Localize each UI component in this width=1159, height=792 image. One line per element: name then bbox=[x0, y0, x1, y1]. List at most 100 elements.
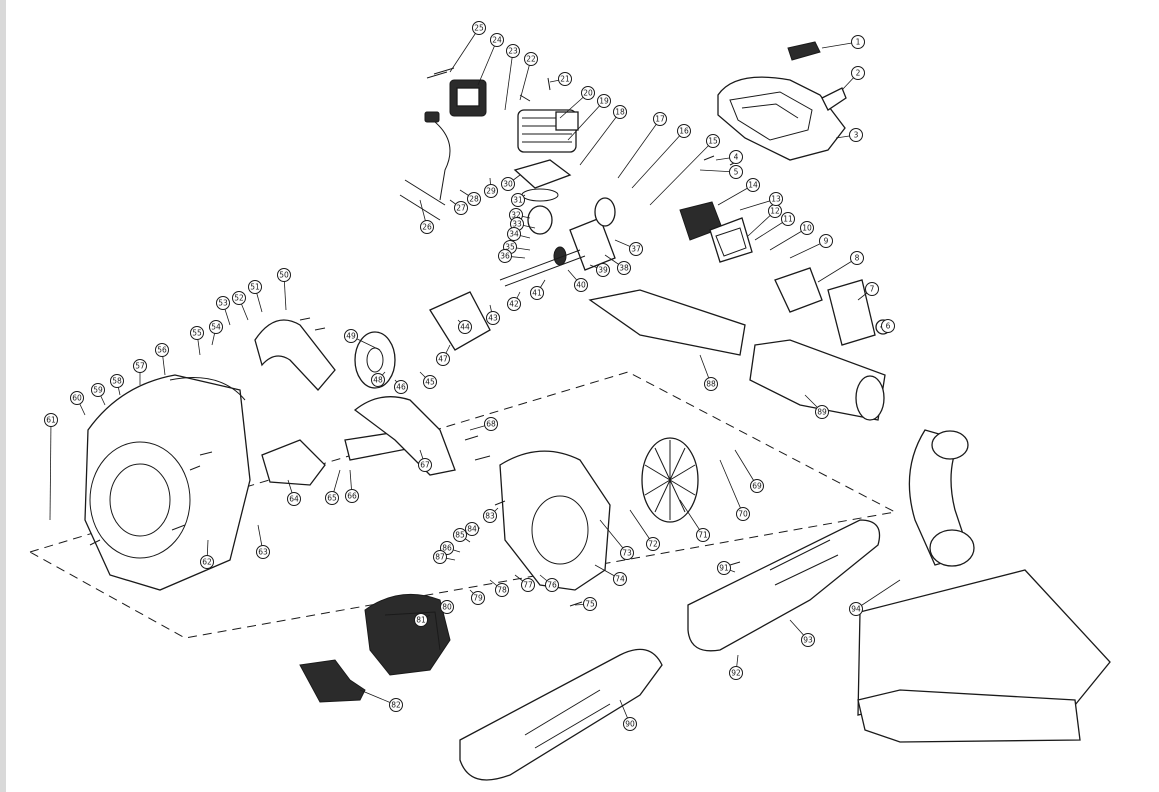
callout-90: 90 bbox=[619, 699, 637, 731]
piston-ring-part bbox=[521, 188, 559, 202]
callout-bubble bbox=[583, 597, 597, 611]
callout-bubble bbox=[596, 263, 610, 277]
callout-number: 89 bbox=[817, 408, 827, 417]
callout-number: 84 bbox=[467, 525, 477, 534]
callout-bubble bbox=[287, 492, 301, 506]
callout-20: 20 bbox=[559, 86, 595, 119]
callout-9: 9 bbox=[789, 234, 833, 259]
callout-47: 47 bbox=[436, 344, 451, 366]
air-filter-part bbox=[774, 267, 823, 313]
spark-plug-cap-part bbox=[424, 111, 440, 123]
callout-15: 15 bbox=[649, 134, 720, 206]
callout-number: 40 bbox=[576, 281, 586, 290]
callout-11: 11 bbox=[754, 212, 795, 241]
callout-19: 19 bbox=[567, 94, 611, 141]
leader-line bbox=[579, 111, 621, 166]
callout-30: 30 bbox=[501, 174, 521, 191]
callout-31: 31 bbox=[511, 193, 526, 207]
callout-66: 66 bbox=[345, 469, 359, 503]
callout-65: 65 bbox=[325, 469, 341, 505]
callout-number: 53 bbox=[218, 299, 228, 308]
callout-number: 68 bbox=[486, 420, 496, 429]
callout-bubble bbox=[501, 177, 515, 191]
callout-number: 86 bbox=[442, 544, 452, 553]
callout-68: 68 bbox=[469, 417, 498, 431]
callout-41: 41 bbox=[530, 279, 546, 300]
callout-number: 17 bbox=[655, 115, 665, 124]
leader-line bbox=[504, 50, 514, 111]
callout-36: 36 bbox=[498, 249, 526, 263]
callout-bubble bbox=[558, 72, 572, 86]
leader-line bbox=[817, 257, 858, 283]
callout-bubble bbox=[394, 380, 408, 394]
callout-44: 44 bbox=[457, 319, 472, 334]
callout-number: 77 bbox=[523, 581, 533, 590]
callout-number: 39 bbox=[598, 266, 608, 275]
callout-46: 46 bbox=[394, 379, 408, 394]
callout-bubble bbox=[613, 105, 627, 119]
callout-bubble bbox=[465, 522, 479, 536]
callout-22: 22 bbox=[519, 52, 538, 101]
ignition-lead-part bbox=[399, 117, 451, 221]
callout-bubble bbox=[851, 66, 865, 80]
callout-93: 93 bbox=[789, 619, 815, 647]
callout-number: 49 bbox=[346, 332, 356, 341]
callout-bubble bbox=[850, 251, 864, 265]
nozzle-tube-part bbox=[459, 648, 663, 781]
callout-number: 37 bbox=[631, 245, 641, 254]
callout-number: 91 bbox=[719, 564, 729, 573]
callout-54: 54 bbox=[209, 320, 223, 346]
callout-24: 24 bbox=[477, 33, 504, 86]
callout-bubble bbox=[581, 86, 595, 100]
callout-bubble bbox=[597, 94, 611, 108]
callout-bubble bbox=[389, 698, 403, 712]
callout-bubble bbox=[506, 44, 520, 58]
callout-18: 18 bbox=[579, 105, 627, 166]
callout-number: 18 bbox=[615, 108, 625, 117]
handle-cover-part bbox=[353, 396, 456, 476]
callout-72: 72 bbox=[629, 509, 660, 551]
callout-67: 67 bbox=[418, 449, 432, 472]
callout-bubble bbox=[769, 192, 783, 206]
tube-ribs bbox=[524, 539, 839, 749]
callout-layer: 1234567891011121314151617181920212223242… bbox=[44, 21, 901, 731]
callout-number: 87 bbox=[435, 553, 445, 562]
callout-bubble bbox=[440, 600, 454, 614]
callout-number: 92 bbox=[731, 669, 741, 678]
callout-number: 65 bbox=[327, 494, 337, 503]
tube-outlet-part bbox=[855, 375, 885, 421]
callout-number: 71 bbox=[698, 531, 708, 540]
throttle-trigger-part bbox=[299, 659, 366, 703]
callout-number: 38 bbox=[619, 264, 629, 273]
callout-number: 59 bbox=[93, 386, 103, 395]
callout-bubble bbox=[433, 550, 447, 564]
callout-bubble bbox=[91, 383, 105, 397]
callout-75: 75 bbox=[574, 597, 597, 611]
callout-37: 37 bbox=[614, 239, 643, 256]
callout-number: 46 bbox=[396, 383, 406, 392]
callout-bubble bbox=[530, 286, 544, 300]
callout-number: 31 bbox=[513, 196, 523, 205]
blower-tube-mid-part bbox=[749, 339, 886, 421]
callout-74: 74 bbox=[594, 564, 627, 586]
callout-bubble bbox=[110, 374, 124, 388]
callout-number: 81 bbox=[416, 616, 426, 625]
callout-number: 66 bbox=[347, 492, 357, 501]
callout-8: 8 bbox=[817, 251, 864, 283]
callout-number: 79 bbox=[473, 594, 483, 603]
callout-63: 63 bbox=[256, 524, 270, 559]
callout-bubble bbox=[865, 282, 879, 296]
vacuum-tube-part bbox=[687, 519, 881, 652]
callout-number: 13 bbox=[771, 195, 781, 204]
callout-number: 6 bbox=[886, 322, 891, 331]
callout-number: 24 bbox=[492, 36, 502, 45]
callout-bubble bbox=[232, 291, 246, 305]
callout-bubble bbox=[574, 278, 588, 292]
callout-bubble bbox=[881, 319, 895, 333]
callout-64: 64 bbox=[287, 479, 301, 506]
callout-number: 56 bbox=[157, 346, 167, 355]
callout-69: 69 bbox=[734, 449, 764, 493]
left-edge-strip bbox=[0, 0, 6, 792]
leader-line bbox=[719, 459, 744, 515]
callout-23: 23 bbox=[504, 44, 520, 111]
